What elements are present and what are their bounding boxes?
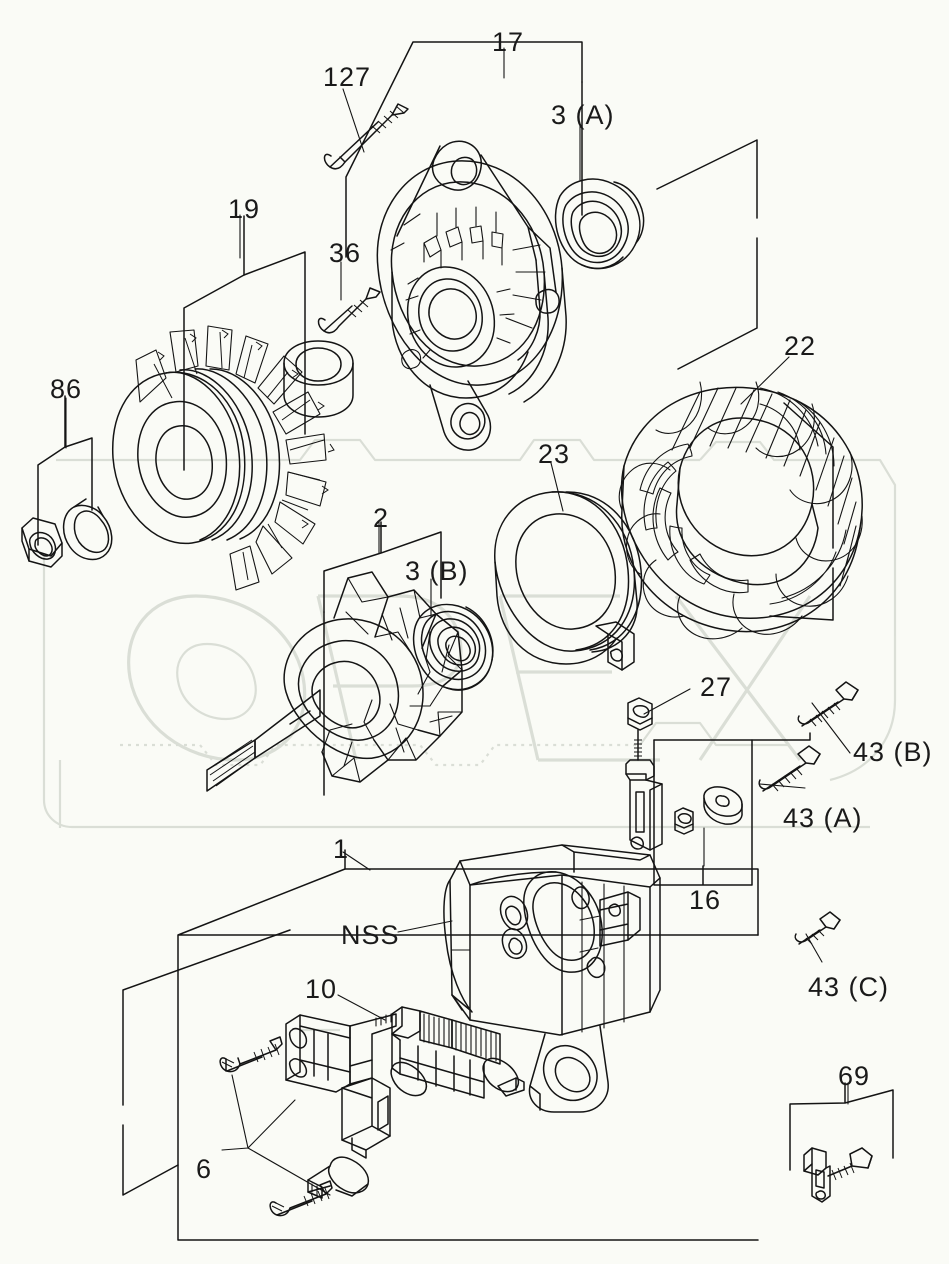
part-bearing-3b	[412, 603, 494, 691]
part-number-3b: 3 (B)	[405, 556, 469, 586]
part-number-43a: 43 (A)	[783, 803, 863, 833]
part-nut-27	[627, 697, 653, 731]
part-number-6: 6	[196, 1154, 213, 1184]
part-number-43b: 43 (B)	[853, 737, 933, 767]
part-bolt-43c	[794, 911, 841, 945]
part-number-127: 127	[323, 62, 372, 92]
part-voltage-regulator	[285, 1013, 397, 1199]
part-terminal-clip-69	[803, 1147, 831, 1203]
part-number-17: 17	[492, 27, 525, 57]
part-number-10: 10	[305, 974, 338, 1004]
part-bolt-69	[827, 1147, 873, 1181]
part-bearing-3a	[554, 178, 645, 270]
watermark-opex	[42, 438, 897, 1032]
part-number-69: 69	[838, 1061, 871, 1091]
part-screw-6-lower	[269, 1180, 333, 1217]
part-number-3a: 3 (A)	[551, 100, 615, 130]
part-long-screw-127	[323, 103, 409, 170]
part-number-23: 23	[538, 439, 571, 469]
part-number-36: 36	[329, 238, 362, 268]
part-stator-22	[618, 381, 863, 640]
part-screw-36	[317, 287, 381, 334]
part-number-86: 86	[50, 374, 83, 404]
part-nut-86	[21, 517, 63, 568]
part-number-nss: NSS	[341, 920, 400, 950]
part-snap-ring-86	[62, 498, 113, 561]
part-number-2: 2	[373, 503, 390, 533]
part-front-housing-17	[376, 140, 567, 451]
part-number-1: 1	[333, 834, 350, 864]
part-number-22: 22	[784, 331, 817, 361]
part-number-16: 16	[689, 885, 722, 915]
part-screw-6-upper	[219, 1036, 283, 1073]
part-terminal-stud-16	[625, 729, 743, 851]
part-rotor-2	[206, 571, 463, 792]
part-bolt-43a	[758, 745, 821, 792]
part-number-19: 19	[228, 194, 261, 224]
part-number-27: 27	[700, 672, 733, 702]
part-pulley-fan-19	[112, 325, 354, 591]
part-bolt-43b	[797, 681, 859, 727]
part-number-43c: 43 (C)	[808, 972, 890, 1002]
part-bearing-retainer-23	[494, 491, 643, 671]
part-rectifier-10	[390, 1006, 525, 1099]
part-rear-housing-1	[443, 844, 661, 1113]
